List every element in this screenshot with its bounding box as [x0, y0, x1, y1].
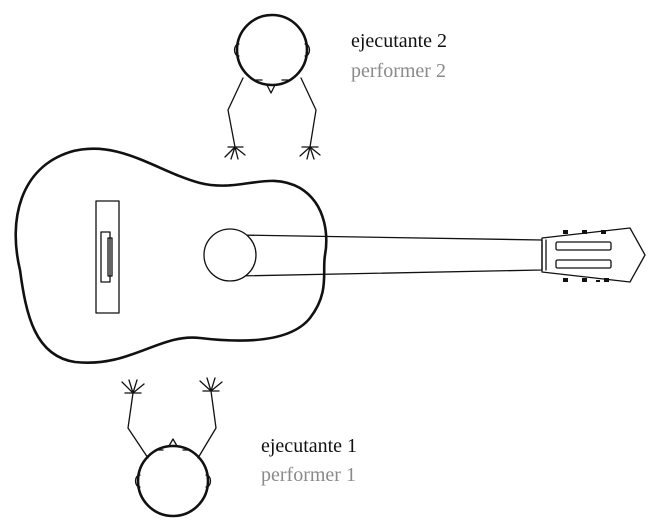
hand-icon — [299, 146, 321, 160]
performer-2-label-es: ejecutante 2 — [351, 30, 448, 52]
tuner-peg — [563, 230, 568, 234]
slot-lower — [555, 259, 612, 269]
performer-2-figure — [224, 13, 321, 160]
left-arm — [127, 392, 149, 459]
performer-1-label-en: performer 1 — [261, 464, 356, 486]
tuner-peg — [601, 230, 606, 234]
performer-2-label-en: performer 2 — [351, 60, 446, 82]
tuner-peg — [563, 278, 568, 282]
head-icon — [235, 13, 309, 87]
fingerboard — [236, 234, 543, 277]
tuner-peg — [582, 230, 587, 234]
tuner-peg — [596, 280, 600, 282]
right-arm — [197, 390, 217, 459]
saddle-inner — [107, 237, 113, 277]
left-arm — [227, 77, 244, 148]
performer-1-figure — [121, 377, 223, 518]
headstock-outline — [541, 227, 646, 283]
nose-icon — [168, 438, 178, 447]
guitar — [14, 147, 646, 364]
right-arm — [300, 77, 317, 148]
sound-hole — [203, 228, 257, 282]
tuner-peg — [582, 278, 587, 282]
hand-icon — [121, 379, 145, 394]
guitar-body — [14, 147, 328, 364]
bridge — [95, 200, 120, 314]
nose-icon — [266, 84, 276, 94]
performer-1-label-es: ejecutante 1 — [261, 435, 358, 457]
tuner-peg — [604, 278, 609, 282]
hand-icon — [224, 146, 246, 160]
saddle — [100, 231, 111, 283]
hand-icon — [199, 377, 223, 392]
headstock — [541, 227, 646, 283]
head-icon — [136, 444, 210, 518]
slot-upper — [555, 241, 612, 251]
